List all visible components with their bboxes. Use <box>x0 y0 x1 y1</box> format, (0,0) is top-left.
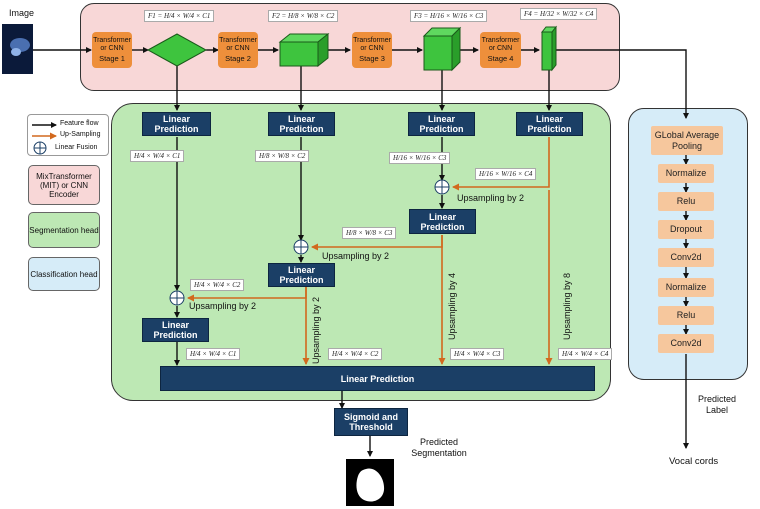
linear-prediction-fused-3: Linear Prediction <box>409 209 476 234</box>
legend-segmentation-box: Segmentation head <box>28 212 100 248</box>
predicted-segmentation-label: Predicted Segmentation <box>411 437 467 458</box>
cls-conv2d-1: Conv2d <box>658 248 714 267</box>
upsampling-label-3-to-2: Upsampling by 2 <box>322 251 390 261</box>
linear-prediction-fused-1: Linear Prediction <box>142 318 209 342</box>
legend-encoder-box: MixTransformer (MIT) or CNN Encoder <box>28 165 100 205</box>
feature-f4: F4 = H/32 × W/32 × C4 <box>520 8 598 20</box>
cls-conv2d-2: Conv2d <box>658 334 714 353</box>
dim-lp2: H/8 × W/8 × C2 <box>255 150 310 162</box>
cls-global-average-pooling: GLobal Average Pooling <box>651 126 723 155</box>
predicted-label-text: Predicted Label <box>697 394 737 415</box>
upsampling-label-4-to-3: Upsampling by 2 <box>457 193 525 203</box>
legend-panel-outline <box>27 114 109 156</box>
feature-f3: F3 = H/16 × W/16 × C3 <box>410 10 488 22</box>
linear-prediction-2: Linear Prediction <box>268 112 335 136</box>
legend-up-sampling: Up-Sampling <box>60 131 101 138</box>
vocal-cords-output: Vocal cords <box>669 456 719 467</box>
legend-linear-fusion: Linear Fusion <box>55 144 98 151</box>
sigmoid-threshold: Sigmoid and Threshold <box>334 408 408 436</box>
cls-relu-1: Relu <box>658 192 714 211</box>
final-linear-prediction: Linear Prediction <box>160 366 595 391</box>
legend-classification-box: Classification head <box>28 257 100 291</box>
bottom-dim-c3: H/4 × W/4 × C3 <box>450 348 505 360</box>
upsampling-label-by-8: Upsampling by 8 <box>562 272 572 340</box>
linear-prediction-fused-2: Linear Prediction <box>268 263 335 287</box>
dim-lp1: H/4 × W/4 × C1 <box>130 150 185 162</box>
upsampling-label-by-4: Upsampling by 4 <box>447 272 457 340</box>
bottom-dim-c1: H/4 × W/4 × C1 <box>186 348 241 360</box>
dim-lp4: H/16 × W/16 × C4 <box>475 168 537 180</box>
linear-prediction-4: Linear Prediction <box>516 112 583 136</box>
legend-feature-flow: Feature flow <box>60 120 99 127</box>
input-label: Image <box>9 8 35 18</box>
upsampling-label-by-2-vertical: Upsampling by 2 <box>311 296 321 364</box>
dim-fused-2: H/4 × W/4 × C2 <box>190 279 245 291</box>
cls-normalize-1: Normalize <box>658 164 714 183</box>
feature-f1: F1 = H/4 × W/4 × C1 <box>144 10 215 22</box>
cls-relu-2: Relu <box>658 306 714 325</box>
linear-prediction-3: Linear Prediction <box>408 112 475 136</box>
dim-fused-3: H/8 × W/8 × C3 <box>342 227 397 239</box>
upsampling-label-2-to-1: Upsampling by 2 <box>189 301 257 311</box>
cls-normalize-2: Normalize <box>658 278 714 297</box>
feature-f2: F2 = H/8 × W/8 × C2 <box>268 10 339 22</box>
linear-prediction-1: Linear Prediction <box>142 112 211 136</box>
dim-lp3: H/16 × W/16 × C3 <box>389 152 451 164</box>
bottom-dim-c4: H/4 × W/4 × C4 <box>558 348 613 360</box>
bottom-dim-c2: H/4 × W/4 × C2 <box>328 348 383 360</box>
cls-dropout: Dropout <box>658 220 714 239</box>
